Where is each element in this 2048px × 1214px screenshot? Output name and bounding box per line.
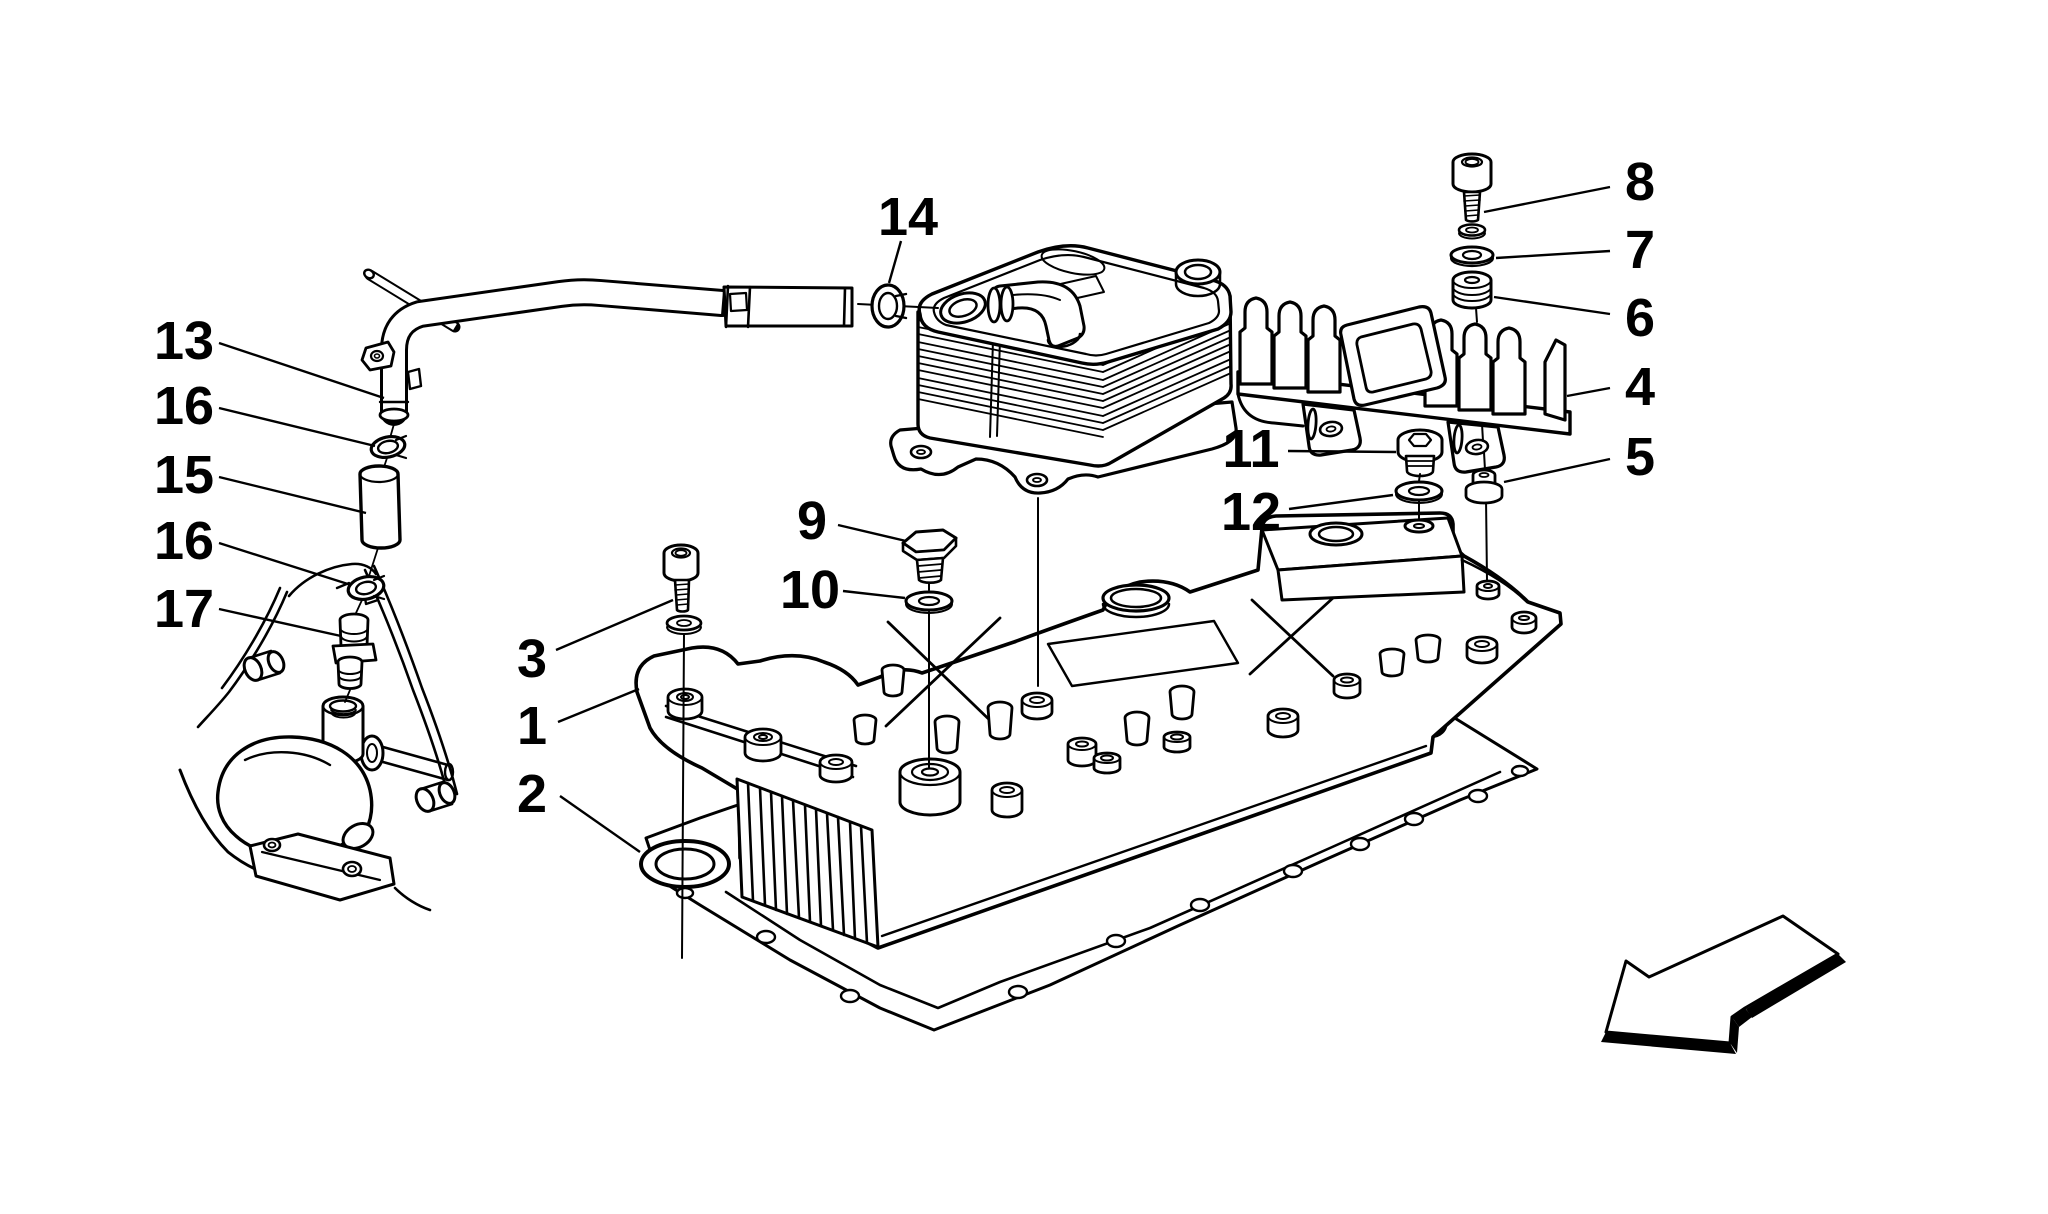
callout-leader-12 [1288,493,1394,511]
callout-label-1: 1 [517,696,547,756]
part-plug-11 [1396,428,1444,520]
callout-label-4: 4 [1625,357,1655,417]
callout-label-2: 2 [517,764,547,824]
callout-leader-16 [218,406,376,448]
callout-label-16: 16 [154,511,214,571]
part-washer-10 [904,590,954,614]
callout-label-13: 13 [154,311,214,371]
callout-label-5: 5 [1625,427,1655,487]
callout-leader-4 [1566,386,1611,398]
part-bolt-3 [662,543,703,959]
part-fitting-17 [331,612,378,690]
part-spacer-5 [1464,468,1504,505]
part-washer-7 [1449,245,1495,268]
callout-leader-1 [557,687,640,724]
callout-label-14: 14 [878,187,938,247]
callout-leader-10 [842,589,906,600]
callout-label-9: 9 [797,491,827,551]
part-pipe-assembly [331,268,939,703]
direction-arrow [1601,914,1846,1054]
callout-leader-15 [218,475,367,515]
callout-label-11: 11 [1222,419,1279,479]
callout-label-10: 10 [780,560,840,620]
callout-leader-5 [1503,457,1611,484]
callout-label-6: 6 [1625,288,1655,348]
engine-block-fragment [178,562,459,912]
part-heat-exchanger-cover [634,511,1563,950]
part-clamp-16-upper [369,434,408,460]
part-plug-9 [901,528,958,769]
part-oil-cooler [889,244,1238,495]
callout-leader-11 [1287,449,1397,454]
part-clamp-16-lower [346,574,386,601]
callout-leader-6 [1493,295,1611,316]
callout-leader-2 [559,795,641,853]
callout-leader-17 [218,607,342,638]
callout-label-15: 15 [154,445,214,505]
callout-leader-3 [555,598,674,652]
callout-label-17: 17 [154,579,214,639]
part-retaining-bracket [1236,296,1572,474]
callout-label-3: 3 [517,629,547,689]
callout-label-7: 7 [1625,220,1655,280]
callout-leader-13 [218,341,385,400]
callout-leader-8 [1483,185,1611,214]
part-clamp-14 [870,283,908,329]
callout-leader-9 [837,523,907,543]
callout-label-16: 16 [154,376,214,436]
part-grommet-6 [1451,270,1493,310]
callout-leader-16 [218,541,352,587]
fasteners [662,152,1504,959]
callout-leader-14 [887,240,903,284]
part-washer-12 [1394,480,1444,504]
callout-leader-7 [1495,249,1611,260]
callout-label-8: 8 [1625,152,1655,212]
callout-label-12: 12 [1221,482,1281,542]
part-bolt-8 [1451,152,1493,581]
part-hose-15 [358,464,402,550]
